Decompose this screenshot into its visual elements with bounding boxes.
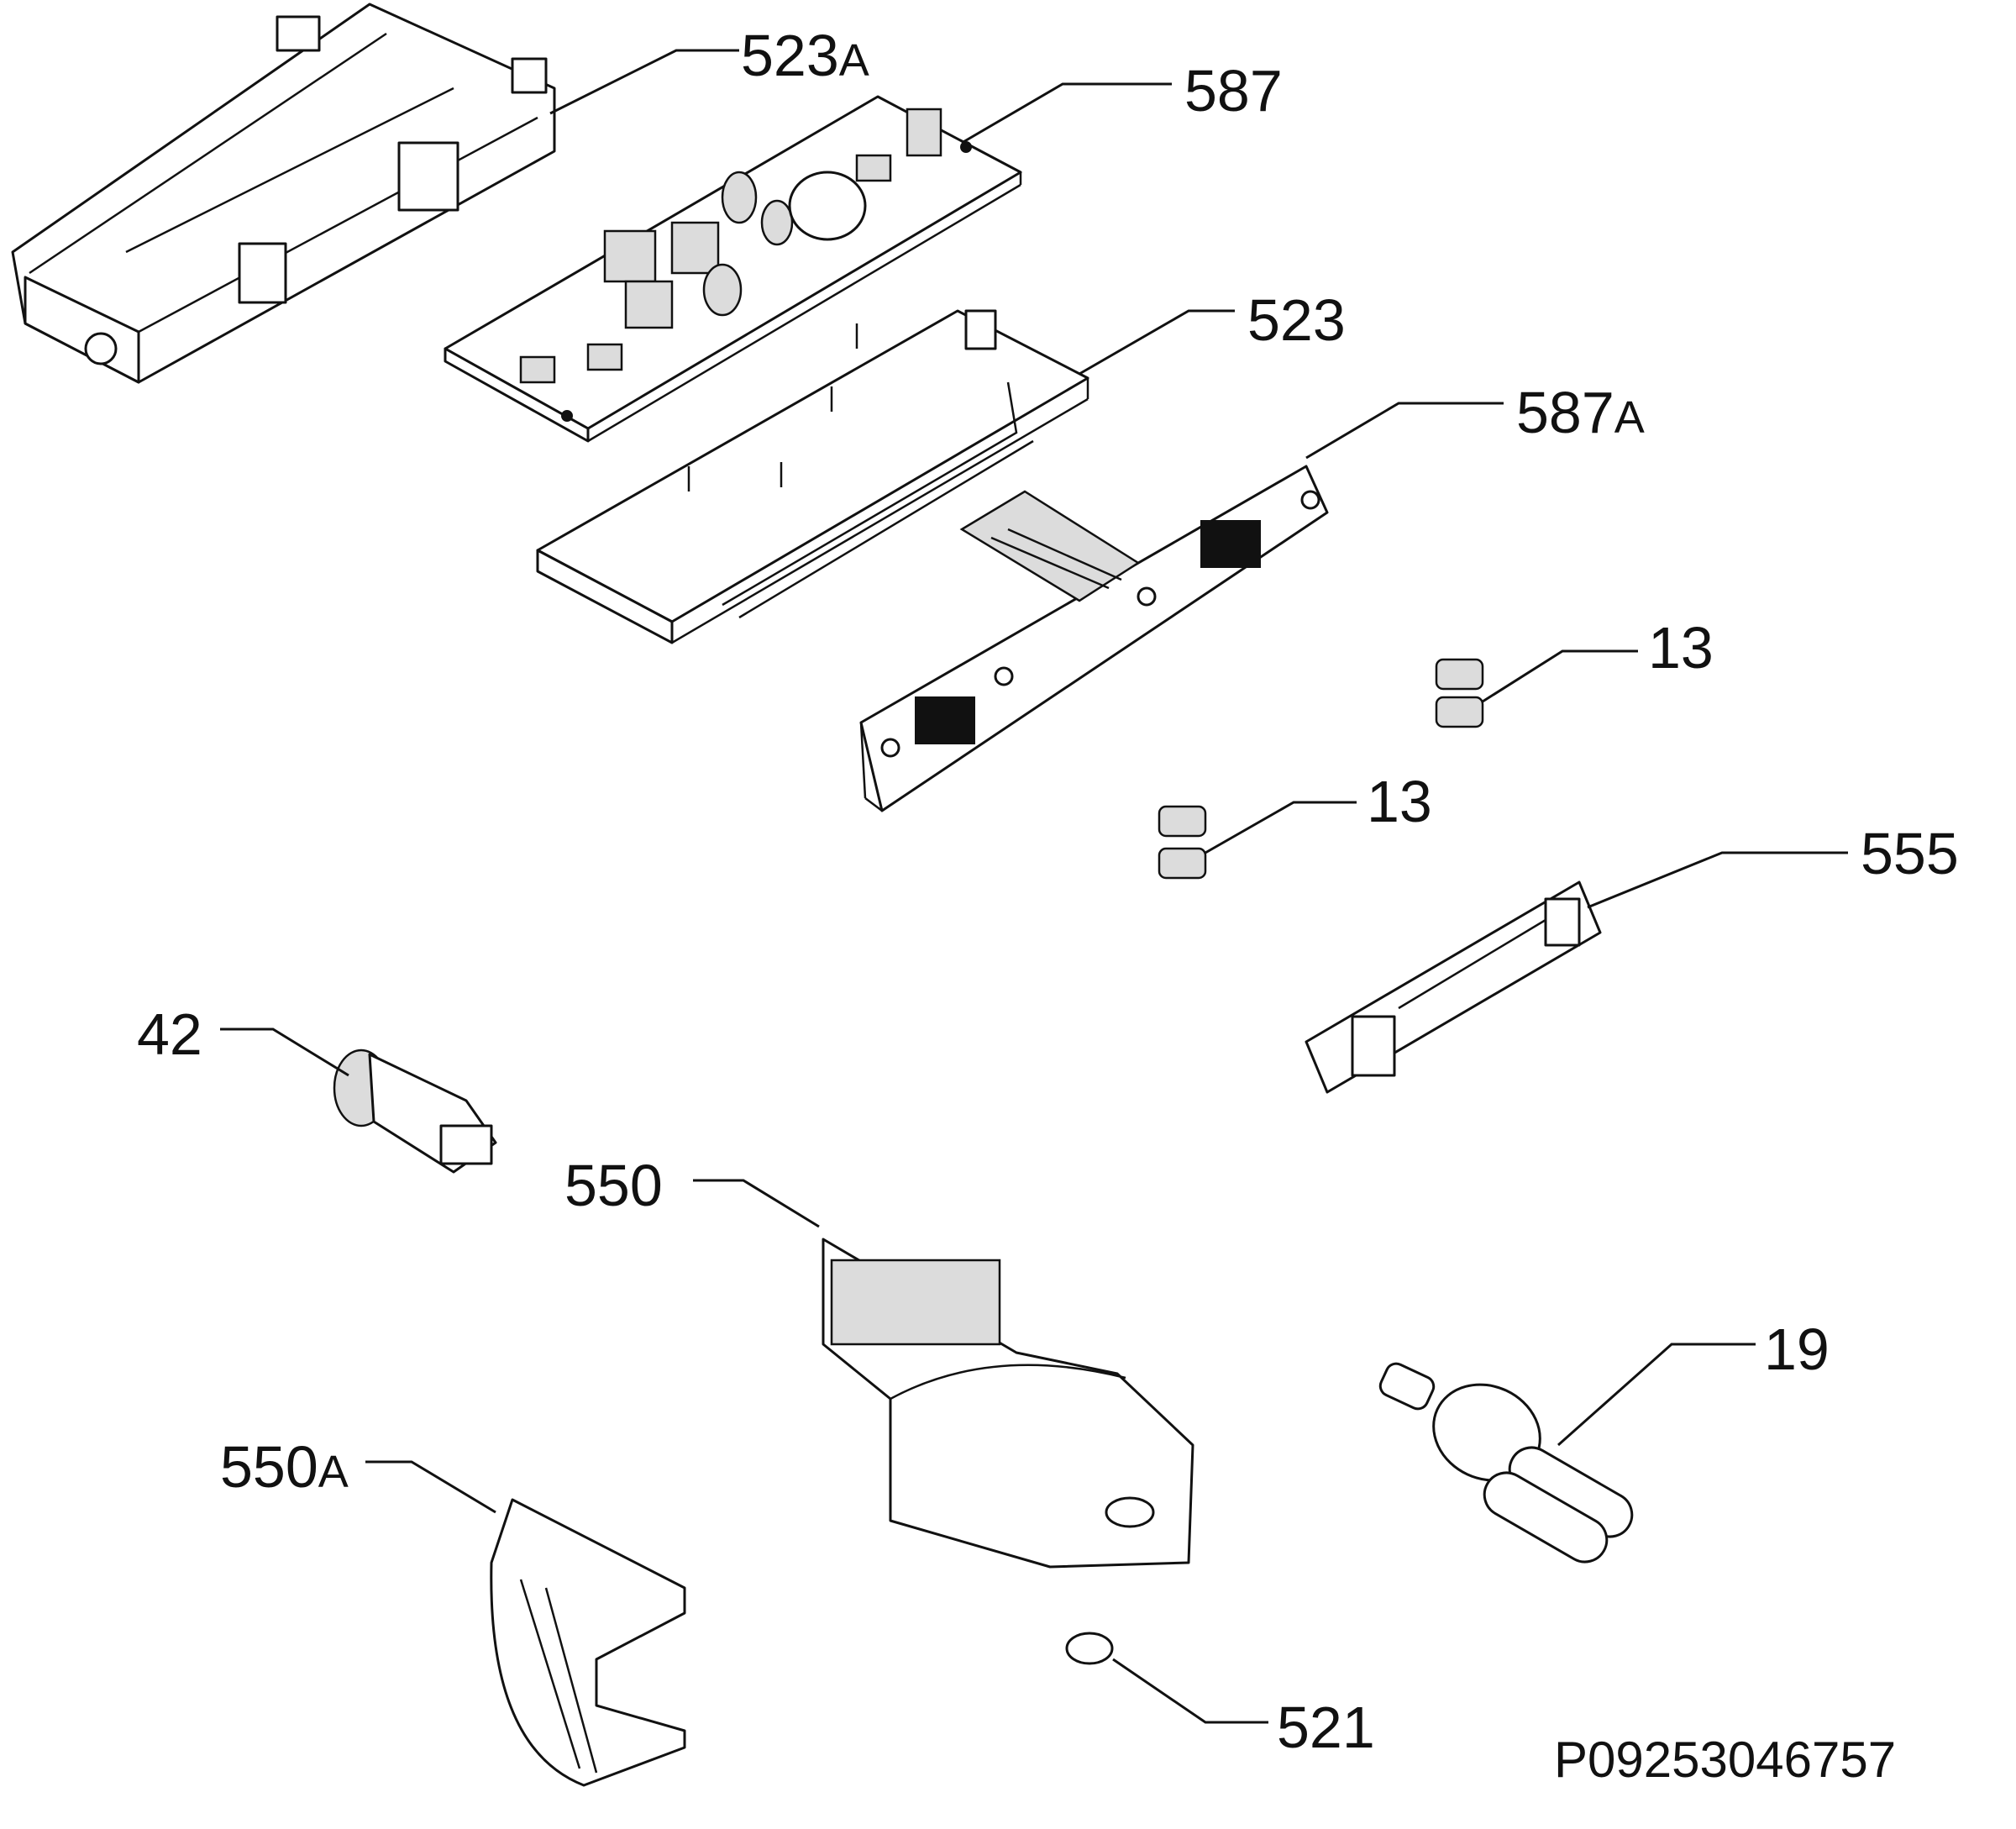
part-550-light-cover xyxy=(822,1238,1194,1569)
leader-13b xyxy=(1205,801,1357,854)
leader-550A xyxy=(365,1460,496,1514)
callout-19: 19 xyxy=(1764,1317,1830,1382)
part-13-pad-lower xyxy=(1158,805,1207,880)
part-521-ring xyxy=(1065,1632,1114,1665)
part-13-pad-upper xyxy=(1435,658,1484,728)
leader-lines xyxy=(220,49,1848,1724)
callout-555: 555 xyxy=(1861,821,1959,886)
leader-42 xyxy=(220,1027,349,1077)
part-587-circuit-board xyxy=(444,95,1022,443)
leader-587A xyxy=(1305,402,1504,460)
callout-587A: 587A xyxy=(1516,380,1645,445)
part-587A-display-board xyxy=(859,465,1329,812)
callout-550A: 550A xyxy=(220,1434,349,1500)
leader-19 xyxy=(1557,1343,1756,1447)
callout-13-lower: 13 xyxy=(1367,769,1432,834)
callout-523: 523 xyxy=(1247,287,1346,353)
part-523-tray xyxy=(536,309,1089,644)
part-550A-end-cover xyxy=(490,1498,686,1787)
callout-13-upper: 13 xyxy=(1648,615,1714,681)
part-523A-housing xyxy=(11,3,556,384)
leader-523A xyxy=(549,49,739,115)
part-555-lamp-holder xyxy=(1305,880,1602,1094)
leader-13a xyxy=(1482,649,1638,703)
callout-521: 521 xyxy=(1277,1695,1375,1760)
leader-523 xyxy=(1079,309,1235,376)
callout-523A: 523A xyxy=(741,23,869,88)
leader-555 xyxy=(1587,851,1848,909)
callout-42: 42 xyxy=(137,1001,202,1067)
callout-587: 587 xyxy=(1184,58,1283,124)
leader-587 xyxy=(961,82,1172,145)
leader-550 xyxy=(693,1179,820,1228)
leader-521 xyxy=(1112,1658,1268,1724)
part-42-connector xyxy=(333,1049,497,1174)
part-19-lamp xyxy=(1378,1362,1634,1564)
diagram-reference-code: P09253046757 xyxy=(1554,1732,1896,1788)
callout-550: 550 xyxy=(564,1153,663,1218)
